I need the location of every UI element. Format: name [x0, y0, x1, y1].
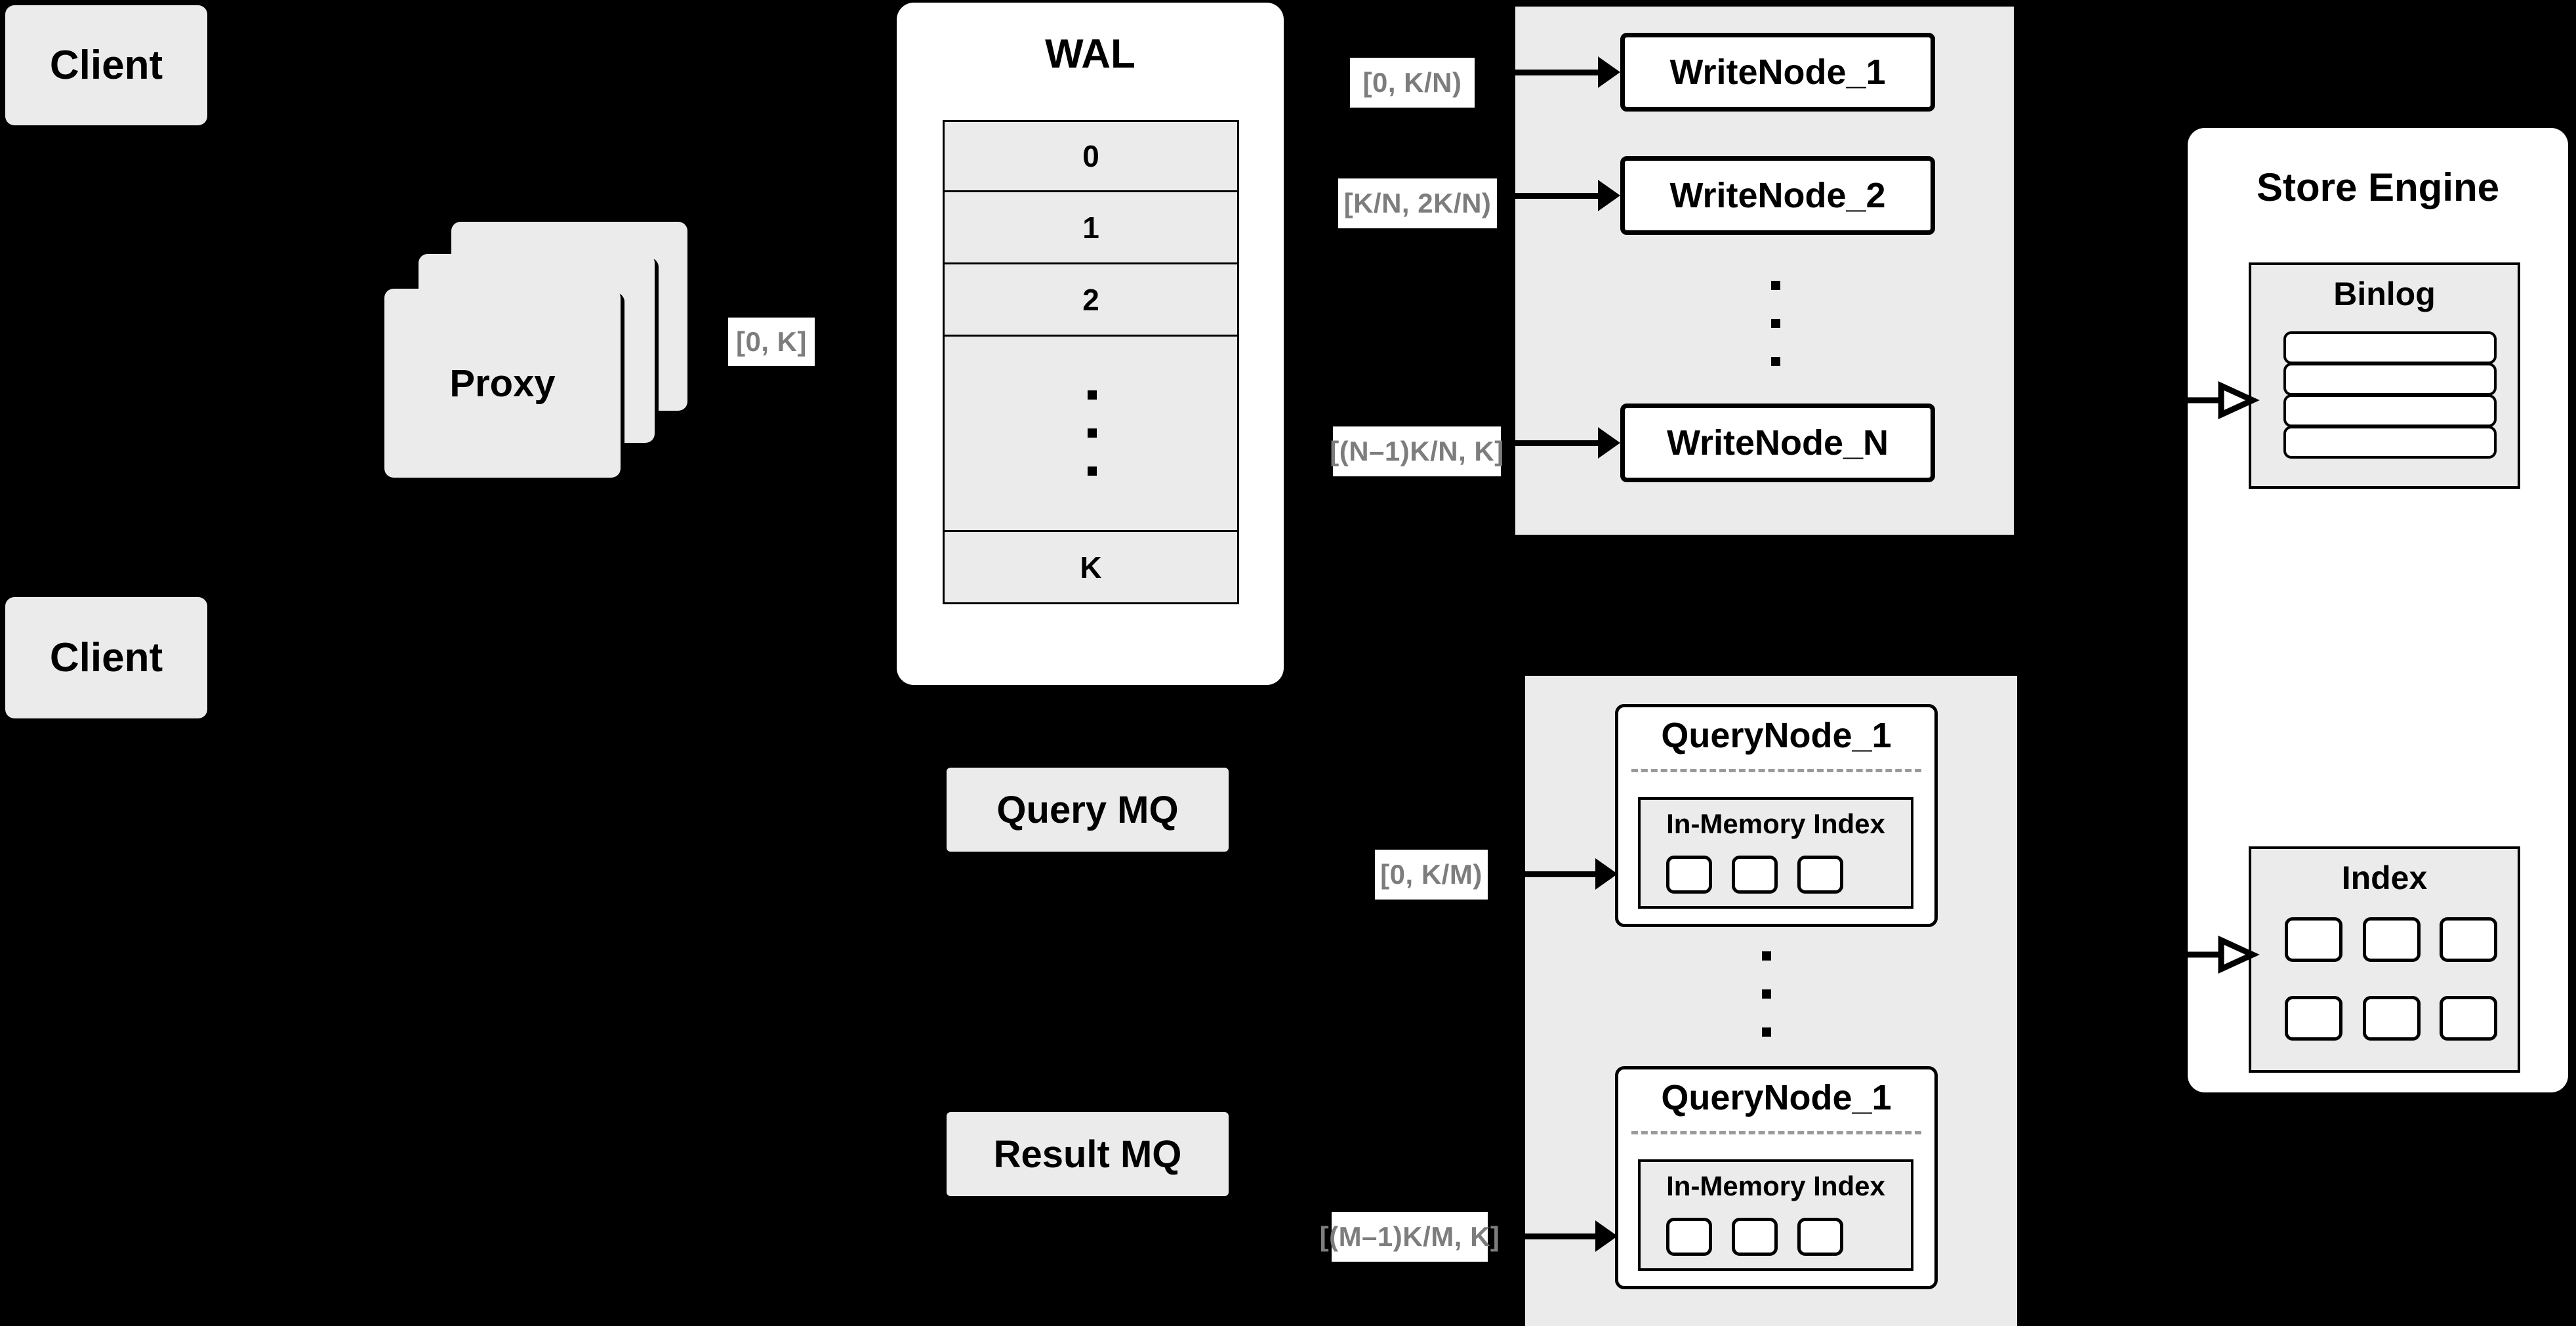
result-mq-label: Result MQ	[993, 1132, 1182, 1176]
proxy-card-front[interactable]: Proxy	[384, 289, 621, 478]
binlog-row[interactable]	[2283, 426, 2497, 459]
index-slot[interactable]	[1732, 856, 1778, 894]
arrow-to-query-node-1	[1503, 871, 1595, 877]
edge-label-text: [0, K/N)	[1362, 67, 1462, 98]
arrow-to-binlog	[2184, 374, 2263, 426]
query-node-1-separator	[1631, 769, 1921, 772]
arrow-to-index	[2184, 928, 2263, 981]
arrow-to-write-node-2	[1509, 193, 1598, 199]
client-box-bottom[interactable]: Client	[5, 597, 207, 718]
query-node-label: QueryNode_1	[1661, 1078, 1892, 1117]
in-memory-index-label: In-Memory Index	[1666, 808, 1885, 839]
edge-label-text: [K/N, 2K/N)	[1343, 188, 1492, 218]
index-slot[interactable]	[2440, 917, 2497, 962]
wal-title: WAL	[897, 31, 1284, 77]
store-engine-title-text: Store Engine	[2256, 165, 2500, 209]
write-node-n[interactable]: WriteNode_N	[1620, 404, 1935, 482]
client-label: Client	[49, 43, 163, 88]
index-slot[interactable]	[2363, 996, 2421, 1041]
binlog-title-text: Binlog	[2333, 276, 2436, 312]
index-slot[interactable]	[1797, 856, 1843, 894]
index-slot[interactable]	[1666, 856, 1712, 894]
index-slot[interactable]	[2285, 917, 2342, 962]
result-mq-box[interactable]: Result MQ	[947, 1112, 1229, 1196]
edge-label-query-node-1: [0, K/M)	[1375, 850, 1488, 900]
edge-label-text: [0, K/M)	[1380, 859, 1482, 890]
wal-row-label: 0	[1082, 139, 1099, 173]
write-node-2[interactable]: WriteNode_2	[1620, 156, 1935, 235]
client-label: Client	[49, 635, 163, 680]
binlog-row[interactable]	[2283, 363, 2497, 396]
edge-label-text: [(N–1)K/N, K]	[1330, 436, 1504, 466]
wal-row[interactable]: 1	[943, 192, 1239, 264]
edge-label-write-node-2: [K/N, 2K/N)	[1338, 178, 1497, 228]
wal-row[interactable]: 2	[943, 264, 1239, 337]
ellipsis-dot	[1088, 428, 1097, 438]
query-node-m-separator	[1631, 1131, 1921, 1134]
arrow-head	[1598, 56, 1620, 88]
arrow-head	[1598, 427, 1620, 459]
ellipsis-dot	[1762, 951, 1771, 961]
write-node-1[interactable]: WriteNode_1	[1620, 33, 1935, 112]
write-node-label: WriteNode_2	[1669, 176, 1886, 215]
arrow-to-write-node-1	[1509, 70, 1598, 75]
arrow-to-query-node-m	[1503, 1233, 1595, 1239]
proxy-label: Proxy	[449, 362, 556, 405]
edge-label-proxy-to-wal: [0, K]	[728, 318, 815, 366]
index-slot[interactable]	[1732, 1218, 1778, 1256]
query-node-1-title: QueryNode_1	[1615, 712, 1938, 759]
ellipsis-dot	[1088, 390, 1097, 400]
wal-row-label: 2	[1082, 282, 1099, 317]
index-slot[interactable]	[2363, 917, 2421, 962]
edge-label-text: [0, K]	[736, 326, 807, 357]
wal-title-text: WAL	[1045, 31, 1135, 77]
wal-row[interactable]: K	[943, 532, 1239, 604]
in-memory-index-label: In-Memory Index	[1666, 1171, 1885, 1201]
binlog-row[interactable]	[2283, 394, 2497, 427]
ellipsis-dot	[1088, 466, 1097, 476]
binlog-row[interactable]	[2283, 331, 2497, 364]
arrow-head	[1595, 1220, 1618, 1252]
client-box-top[interactable]: Client	[5, 5, 207, 125]
index-slot[interactable]	[2440, 996, 2497, 1041]
edge-label-query-node-m: [(M–1)K/M, K]	[1320, 1212, 1500, 1262]
edge-label-text: [(M–1)K/M, K]	[1319, 1221, 1500, 1252]
write-node-label: WriteNode_N	[1666, 423, 1889, 463]
wal-row-label: 1	[1082, 210, 1099, 245]
binlog-title: Binlog	[2249, 272, 2520, 316]
query-node-m-title: QueryNode_1	[1615, 1074, 1938, 1121]
query-node-label: QueryNode_1	[1661, 716, 1892, 755]
in-memory-index-1-title: In-Memory Index	[1638, 806, 1913, 842]
ellipsis-dot	[1771, 357, 1780, 366]
query-mq-box[interactable]: Query MQ	[947, 768, 1229, 852]
arrow-head	[1598, 180, 1620, 211]
write-node-label: WriteNode_1	[1669, 52, 1886, 92]
in-memory-index-m-title: In-Memory Index	[1638, 1168, 1913, 1205]
ellipsis-dot	[1771, 281, 1780, 290]
wal-row-label: K	[1080, 550, 1102, 585]
query-mq-label: Query MQ	[996, 788, 1179, 831]
edge-label-write-node-n: [(N–1)K/N, K]	[1330, 426, 1504, 476]
index-slot[interactable]	[2285, 996, 2342, 1041]
wal-row-ellipsis	[943, 337, 1239, 532]
ellipsis-dot	[1762, 1027, 1771, 1037]
edge-label-write-node-1: [0, K/N)	[1350, 58, 1475, 108]
arrow-head	[1595, 858, 1618, 890]
index-slot[interactable]	[1666, 1218, 1712, 1256]
arrow-to-write-node-n	[1509, 440, 1598, 446]
index-title-text: Index	[2341, 860, 2428, 896]
index-title: Index	[2249, 856, 2520, 900]
wal-row[interactable]: 0	[943, 120, 1239, 192]
ellipsis-dot	[1762, 989, 1771, 999]
ellipsis-dot	[1771, 319, 1780, 328]
store-engine-title: Store Engine	[2188, 164, 2568, 210]
index-slot[interactable]	[1797, 1218, 1843, 1256]
